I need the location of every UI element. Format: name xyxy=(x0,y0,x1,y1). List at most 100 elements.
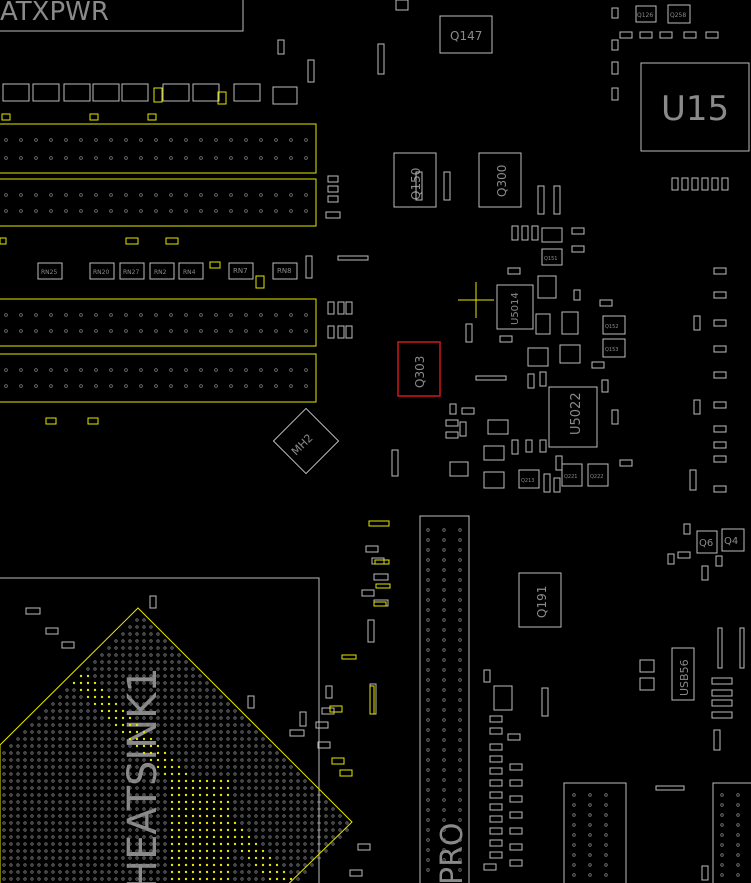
atxpwr-connector[interactable]: ATXPWR xyxy=(0,0,244,32)
q221-component[interactable]: Q221 xyxy=(561,463,583,487)
smd-part-highlighted xyxy=(369,685,375,715)
pin-dot xyxy=(458,768,462,772)
bga-ball xyxy=(261,737,265,741)
usb56-connector[interactable]: USB56 xyxy=(671,647,695,701)
pin-dot xyxy=(274,384,278,388)
pin-dot xyxy=(34,329,38,333)
q126-component[interactable]: Q126 xyxy=(635,5,657,23)
bga-ball xyxy=(79,807,83,811)
bga-ball xyxy=(2,870,6,874)
q6-component[interactable]: Q6 xyxy=(696,530,718,554)
bga-ball xyxy=(9,779,13,783)
bga-ball xyxy=(58,695,62,699)
bga-ball xyxy=(107,800,111,804)
pro-connector[interactable]: PRO xyxy=(419,515,470,883)
bga-ball xyxy=(163,653,167,657)
u5022-label: U5022 xyxy=(569,392,584,435)
q4-component[interactable]: Q4 xyxy=(721,528,745,552)
bga-ball xyxy=(93,667,97,671)
bga-ball xyxy=(135,863,139,867)
pin-dot xyxy=(19,329,23,333)
bga-ball xyxy=(65,688,69,692)
pin-dot xyxy=(442,678,446,682)
bga-ball xyxy=(2,793,6,797)
bga-ball xyxy=(212,849,216,853)
resistor-array-row-mid[interactable]: RN25 RN20 RN27 RN2 RN4 RN7 RN8 xyxy=(37,262,298,280)
bga-ball xyxy=(142,870,146,874)
bga-ball xyxy=(9,821,13,825)
bga-ball xyxy=(107,828,111,832)
bga-ball xyxy=(142,863,146,867)
connector-bottom-right-1[interactable] xyxy=(563,782,627,883)
pin-dot xyxy=(458,818,462,822)
bga-ball xyxy=(30,758,34,762)
bga-ball xyxy=(282,772,286,776)
bga-ball xyxy=(275,849,279,853)
bga-ball xyxy=(121,793,125,797)
bga-ball xyxy=(51,716,55,720)
bga-ball xyxy=(107,758,111,762)
bga-ball xyxy=(177,744,181,748)
q303-component[interactable]: Q303 xyxy=(397,341,441,397)
bga-ball xyxy=(135,765,139,769)
resistor-array-row-top[interactable] xyxy=(2,83,298,105)
bga-ball xyxy=(205,702,209,706)
bga-ball xyxy=(93,716,97,720)
pin-dot xyxy=(139,329,143,333)
dimm-slot-3[interactable] xyxy=(0,298,317,347)
bga-ball xyxy=(114,751,118,755)
connector-bottom-right-2[interactable] xyxy=(712,782,751,883)
bga-ball xyxy=(72,870,76,874)
pin-dot xyxy=(199,156,203,160)
smd-part xyxy=(639,31,653,39)
bga-ball xyxy=(37,737,41,741)
dimm-slot-4[interactable] xyxy=(0,353,317,403)
bga-ball xyxy=(275,800,279,804)
bga-ball xyxy=(128,695,132,699)
q222-component[interactable]: Q222 xyxy=(587,463,609,487)
pin-dot xyxy=(64,138,68,142)
smd-part xyxy=(149,595,157,609)
bga-ball xyxy=(247,730,251,734)
smd-part xyxy=(489,815,503,823)
bga-ball xyxy=(226,877,230,881)
bga-ball xyxy=(23,863,27,867)
pin-dot xyxy=(442,688,446,692)
bga-ball xyxy=(16,814,20,818)
q191-component[interactable]: Q191 xyxy=(518,572,562,628)
u15-chip[interactable]: U15 xyxy=(640,62,750,152)
pin-dot xyxy=(64,329,68,333)
u5014-chip[interactable]: U5014 xyxy=(496,284,534,330)
bga-ball xyxy=(128,744,132,748)
bga-ball xyxy=(254,737,258,741)
dimm-slot-2[interactable] xyxy=(0,178,317,227)
bga-ball xyxy=(212,779,216,783)
bga-ball xyxy=(135,877,139,881)
q153-component[interactable]: Q153 xyxy=(602,338,626,358)
u5022-chip[interactable]: U5022 xyxy=(548,386,598,448)
q151-component[interactable]: Q151 xyxy=(541,248,563,266)
bga-ball xyxy=(114,765,118,769)
bga-ball xyxy=(149,863,153,867)
q300-component[interactable]: Q300 xyxy=(478,152,522,208)
bga-ball xyxy=(212,793,216,797)
q152-component[interactable]: Q152 xyxy=(602,315,626,335)
bga-ball xyxy=(100,779,104,783)
dimm-slot-1[interactable] xyxy=(0,123,317,174)
bga-ball xyxy=(191,828,195,832)
bga-ball xyxy=(163,751,167,755)
q258-component[interactable]: Q258 xyxy=(667,4,691,24)
rn4-label: RN4 xyxy=(183,269,196,276)
q147-component[interactable]: Q147 xyxy=(439,15,493,54)
q213-component[interactable]: Q213 xyxy=(518,469,540,489)
bga-ball xyxy=(93,751,97,755)
bga-ball xyxy=(268,758,272,762)
bga-ball xyxy=(219,751,223,755)
smd-part xyxy=(465,323,473,343)
bga-ball xyxy=(317,793,321,797)
bga-ball xyxy=(100,709,104,713)
bga-ball xyxy=(44,716,48,720)
pin-dot xyxy=(214,209,218,213)
pin-dot xyxy=(94,368,98,372)
